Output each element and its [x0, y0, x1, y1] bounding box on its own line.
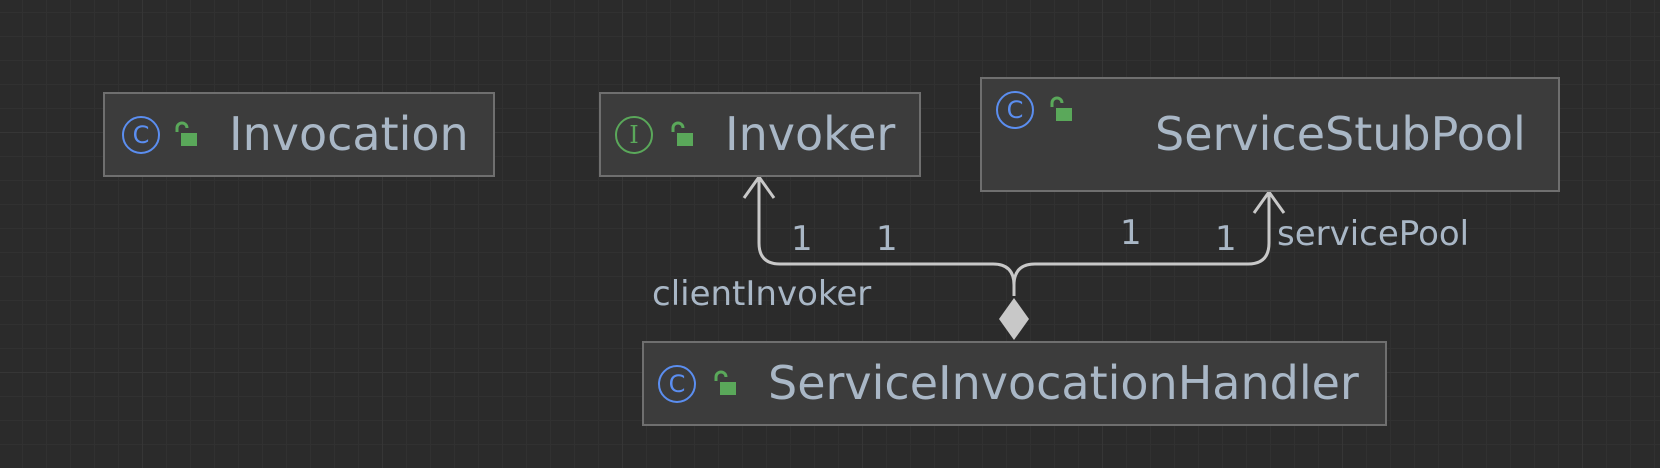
public-lock-icon — [175, 121, 197, 146]
class-node-invocation[interactable]: C Invocation — [103, 92, 495, 177]
role-label-clientInvoker: clientInvoker — [652, 274, 872, 314]
class-node-service-invocation-handler[interactable]: C ServiceInvocationHandler — [642, 341, 1387, 426]
class-icon: C — [658, 365, 696, 403]
edge-clientInvoker[interactable] — [757, 177, 1016, 296]
class-name: Invoker — [725, 107, 896, 161]
public-lock-icon — [714, 370, 736, 395]
interface-node-invoker[interactable]: I Invoker — [599, 92, 921, 177]
interface-icon: I — [615, 116, 653, 154]
multiplicity-label: 1 — [1120, 213, 1142, 253]
arrowhead-invoker — [742, 174, 776, 199]
role-label-servicePool: servicePool — [1277, 214, 1470, 254]
class-name: ServiceStubPool — [1155, 107, 1526, 161]
composition-diamond — [999, 298, 1029, 340]
multiplicity-label: 1 — [1215, 219, 1237, 259]
class-name: ServiceInvocationHandler — [768, 356, 1359, 410]
public-lock-icon — [671, 121, 693, 146]
multiplicity-label: 1 — [876, 219, 898, 259]
class-name: Invocation — [229, 107, 469, 161]
arrowhead-service-stub-pool — [1252, 189, 1286, 214]
class-node-service-stub-pool[interactable]: C ServiceStubPool — [980, 77, 1560, 192]
multiplicity-label: 1 — [791, 219, 813, 259]
class-icon: C — [122, 116, 160, 154]
public-lock-icon — [1050, 96, 1072, 121]
edge-servicePool[interactable] — [1012, 192, 1271, 296]
class-icon: C — [996, 91, 1034, 129]
